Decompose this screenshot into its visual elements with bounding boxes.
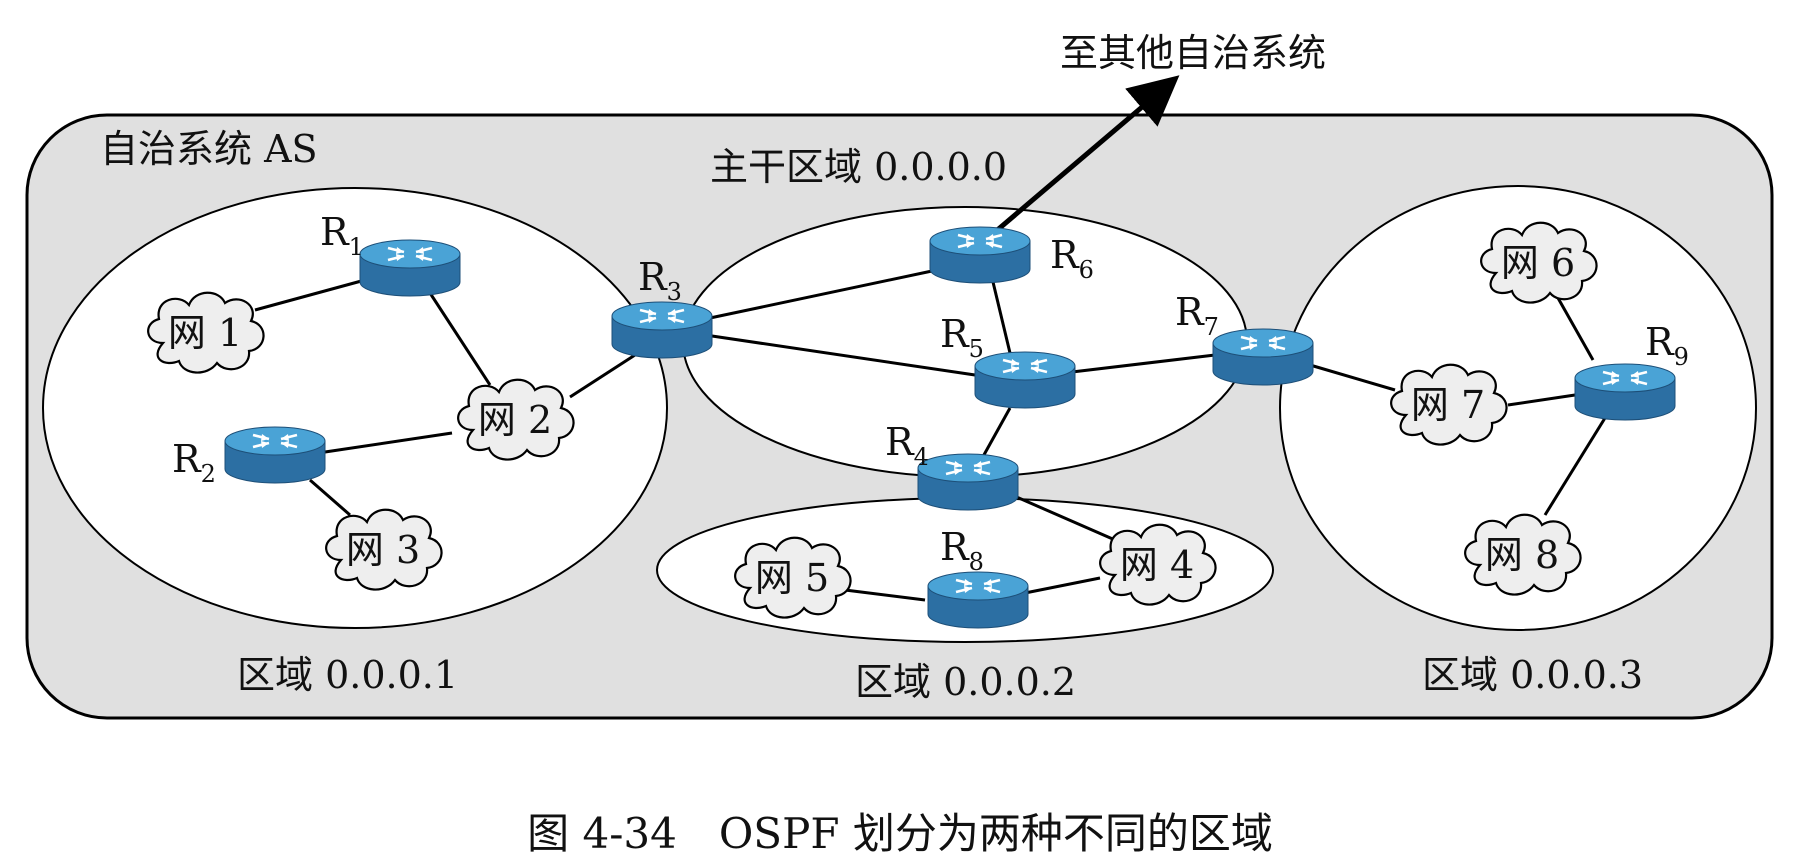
network-4-label: 网 4 bbox=[1120, 543, 1194, 587]
network-6-label: 网 6 bbox=[1501, 241, 1575, 285]
to-other-as-arrow bbox=[993, 75, 1180, 234]
area-2-label: 区域 0.0.0.2 bbox=[855, 660, 1076, 704]
router-r6-label: R6 bbox=[1050, 233, 1094, 284]
network-2-cloud: 网 2 bbox=[457, 378, 575, 461]
network-4-cloud: 网 4 bbox=[1099, 523, 1217, 606]
network-2-label: 网 2 bbox=[478, 398, 552, 442]
network-3-cloud: 网 3 bbox=[325, 508, 443, 591]
router-r7 bbox=[1211, 327, 1315, 387]
router-r7-label: R7 bbox=[1175, 290, 1219, 341]
as-label: 自治系统 AS bbox=[100, 127, 318, 171]
area-1-label: 区域 0.0.0.1 bbox=[237, 653, 458, 697]
links bbox=[254, 269, 1607, 602]
link-r3-r6 bbox=[709, 269, 933, 320]
outside-as-label: 至其他自治系统 bbox=[1060, 31, 1326, 75]
network-1-cloud: 网 1 bbox=[147, 291, 265, 374]
link-r7-n7 bbox=[1309, 363, 1396, 392]
link-r8-n4 bbox=[1024, 576, 1101, 595]
router-r8-label: R8 bbox=[940, 525, 984, 576]
backbone-label: 主干区域 0.0.0.0 bbox=[710, 145, 1007, 189]
link-r9-n8 bbox=[1543, 417, 1607, 516]
area-3-label: 区域 0.0.0.3 bbox=[1422, 653, 1643, 697]
network-5-cloud: 网 5 bbox=[734, 536, 852, 619]
router-r3 bbox=[610, 300, 714, 360]
network-5-label: 网 5 bbox=[755, 556, 829, 600]
router-r9 bbox=[1573, 362, 1677, 422]
link-r4-n4 bbox=[1011, 493, 1116, 542]
router-r6 bbox=[928, 225, 1032, 285]
router-r5-label: R5 bbox=[940, 312, 984, 363]
network-7-label: 网 7 bbox=[1411, 383, 1485, 427]
link-n2-r3 bbox=[569, 353, 636, 399]
network-3-label: 网 3 bbox=[346, 528, 420, 572]
figure-caption: 图 4-34 OSPF 划分为两种不同的区域 bbox=[527, 809, 1273, 858]
link-n6-r9 bbox=[1556, 297, 1595, 361]
router-r2-label: R2 bbox=[172, 437, 216, 488]
link-r5-r4 bbox=[978, 407, 1012, 463]
network-8-label: 网 8 bbox=[1485, 533, 1559, 577]
link-r1-n2 bbox=[428, 292, 492, 386]
link-r5-r7 bbox=[1071, 353, 1216, 374]
router-r4 bbox=[916, 452, 1020, 512]
network-7-cloud: 网 7 bbox=[1390, 363, 1508, 446]
router-r2 bbox=[223, 425, 327, 485]
network-8-cloud: 网 8 bbox=[1464, 513, 1582, 596]
router-r8 bbox=[926, 570, 1030, 630]
link-n5-r8 bbox=[844, 588, 926, 602]
network-1-label: 网 1 bbox=[168, 311, 242, 355]
link-r6-r5 bbox=[991, 281, 1012, 354]
link-r3-r5 bbox=[711, 334, 976, 377]
link-n1-r1 bbox=[254, 278, 366, 312]
router-r5 bbox=[973, 350, 1077, 410]
router-r1 bbox=[358, 238, 462, 298]
router-r4-label: R4 bbox=[885, 420, 929, 471]
link-r2-n3 bbox=[309, 478, 351, 517]
area-0-0-0-3 bbox=[1279, 185, 1757, 631]
router-r9-label: R9 bbox=[1645, 320, 1689, 371]
router-r3-label: R3 bbox=[638, 255, 682, 306]
link-n7-r9 bbox=[1507, 393, 1576, 407]
link-r2-n2 bbox=[324, 431, 453, 454]
network-6-cloud: 网 6 bbox=[1480, 221, 1598, 304]
router-r1-label: R1 bbox=[320, 210, 364, 261]
